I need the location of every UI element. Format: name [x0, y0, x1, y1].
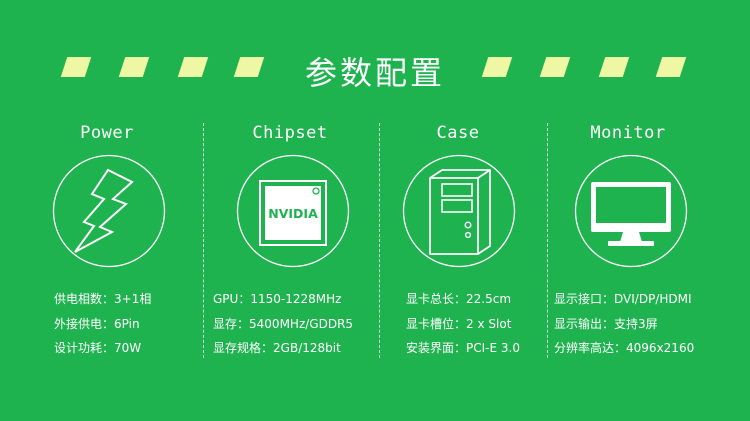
chip-icon: NVIDIA	[236, 154, 350, 268]
column-title-monitor: Monitor	[590, 123, 666, 143]
column-divider	[203, 123, 204, 358]
lightning-bolt-icon	[52, 154, 166, 268]
spec-row: 显存：5400MHz/GDDR5	[213, 316, 354, 331]
spec-row: 设计功耗：70W	[54, 341, 142, 355]
column-title-power: Power	[80, 123, 134, 143]
spec-row: 显示输出：支持3屏	[554, 316, 658, 331]
column-divider	[379, 123, 380, 358]
spec-row: 安装界面：PCI-E 3.0	[406, 341, 520, 355]
spec-row: 显卡总长：22.5cm	[406, 292, 512, 306]
spec-row: 显存规格：2GB/128bit	[213, 341, 341, 355]
column-title-chipset: Chipset	[252, 123, 328, 143]
spec-row: 显卡槽位：2 x Slot	[406, 316, 512, 331]
column-divider	[547, 123, 548, 358]
case-spec-list: 显卡总长：22.5cm 显卡槽位：2 x Slot 安装界面：PCI-E 3.0	[406, 287, 520, 361]
monitor-icon	[574, 154, 688, 268]
power-spec-list: 供电相数：3+1相 外接供电：6Pin 设计功耗：70W	[54, 287, 151, 361]
page-title: 参数配置	[304, 54, 445, 92]
column-title-case: Case	[436, 123, 480, 143]
spec-row: 分辨率高达：4096x2160	[554, 341, 695, 355]
monitor-spec-list: 显示接口：DVI/DP/HDMI 显示输出：支持3屏 分辨率高达：4096x21…	[554, 287, 694, 361]
spec-row: 供电相数：3+1相	[54, 292, 152, 306]
spec-row: 显示接口：DVI/DP/HDMI	[554, 292, 692, 306]
chip-brand-label: NVIDIA	[268, 206, 318, 221]
spec-row: GPU：1150-1228MHz	[213, 292, 342, 306]
pc-case-icon	[402, 154, 516, 268]
chipset-spec-list: GPU：1150-1228MHz 显存：5400MHz/GDDR5 显存规格：2…	[213, 287, 353, 361]
spec-row: 外接供电：6Pin	[54, 316, 140, 331]
